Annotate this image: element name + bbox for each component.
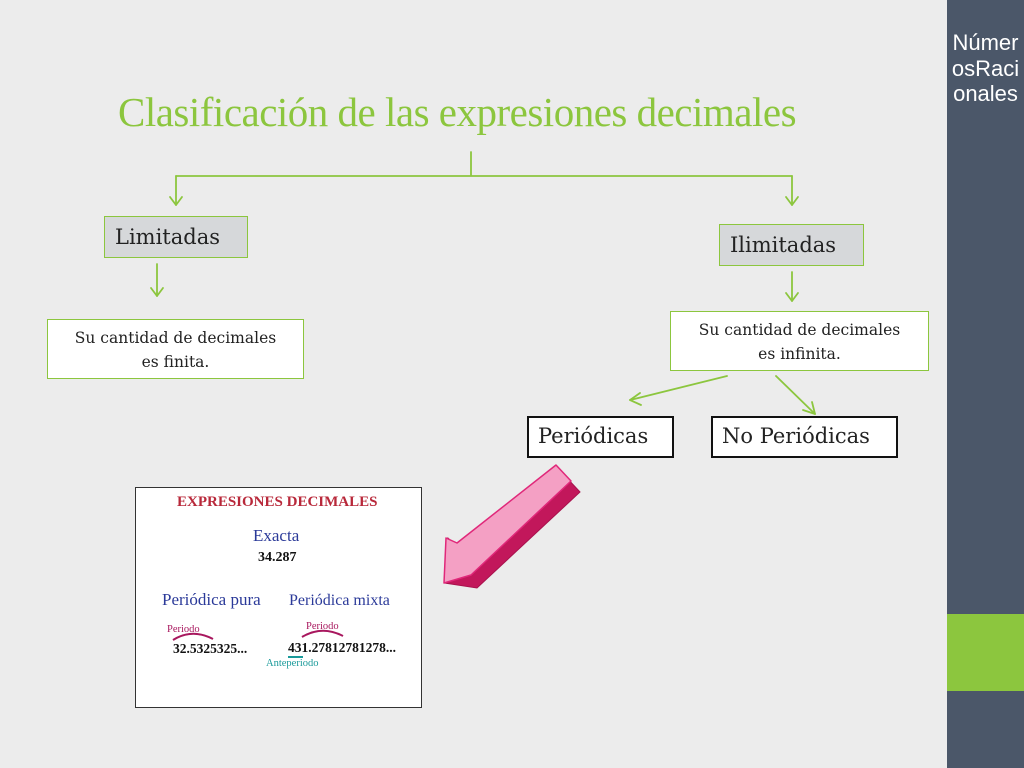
periodica-mixta-value: 431.27812781278... [288,640,396,655]
periodo-arc-2 [301,629,344,638]
node-infinita-line-1: Su cantidad de decimales [698,321,901,339]
node-no-periodicas-label: No Periódicas [722,424,870,448]
node-finita-line-2: es finita. [141,353,210,371]
inset-arcs [172,629,344,658]
node-finita-line-1: Su cantidad de decimales [74,329,277,347]
node-no-periodicas: No Periódicas [711,416,898,458]
node-infinita-line-2: es infinita. [758,345,841,363]
node-periodicas-label: Periódicas [538,424,649,448]
no-periodicas-arrowhead [802,401,816,415]
node-infinita: Su cantidad de decimales es infinita. [670,311,929,371]
anteperiodo-label: Anteperiodo [266,658,319,669]
periodo-label-mixta: Periodo [306,621,339,632]
slide-title: Clasificación de las expresiones decimal… [118,89,797,135]
inset-title: EXPRESIONES DECIMALES [177,494,378,510]
sidebar-accent-block [947,614,1024,691]
periodo-arc-1 [172,632,214,641]
exacta-label: Exacta [253,526,300,545]
node-periodicas: Periódicas [527,416,674,458]
sidebar-vertical-text: NúmerosRacionales [951,30,1020,107]
limitadas-arrowhead [150,287,164,297]
right-drop-arrowhead [785,196,799,206]
node-ilimitadas-label: Ilimitadas [730,233,837,257]
periodicas-arrow-line [629,375,728,401]
node-finita: Su cantidad de decimales es finita. [47,319,304,379]
inset-decimal-expressions: EXPRESIONES DECIMALES Exacta 34.287 Peri… [135,487,422,708]
periodo-label-pura: Periodo [167,624,200,635]
periodica-pura-value: 32.5325325... [173,641,248,656]
no-periodicas-arrow-line [775,375,816,415]
left-drop-arrowhead [169,196,183,206]
node-limitadas-label: Limitadas [115,225,220,249]
periodica-pura-label: Periódica pura [162,590,261,609]
periodicas-arrowhead [629,392,642,406]
node-limitadas: Limitadas [104,216,248,258]
node-ilimitadas: Ilimitadas [719,224,864,266]
pink-block-arrow [443,464,581,589]
exacta-value: 34.287 [258,550,297,565]
ilimitadas-arrowhead [785,292,799,302]
periodica-mixta-label: Periódica mixta [289,592,390,609]
